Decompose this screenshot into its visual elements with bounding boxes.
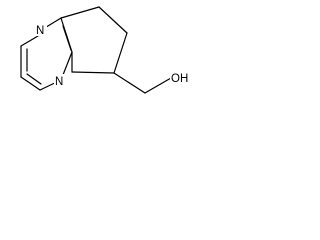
bond-c8a-c7 bbox=[60, 6, 100, 19]
bond-c5-c4a bbox=[71, 71, 115, 74]
structure-diagram: N N OH bbox=[20, 6, 192, 94]
double-bond-c3-inner bbox=[26, 73, 42, 85]
nitrogen-label-top: N bbox=[36, 25, 44, 37]
label-bg-n2 bbox=[54, 74, 66, 87]
bond-c5-ch2 bbox=[113, 72, 146, 94]
hydroxyl-label: OH bbox=[171, 73, 188, 85]
bond-ch2-o bbox=[144, 77, 172, 94]
bond-n1-c2-upper bbox=[20, 35, 39, 47]
bond-c3-c2 bbox=[20, 76, 41, 91]
nitrogen-label-bottom: N bbox=[55, 76, 63, 88]
label-bg-oh bbox=[170, 71, 192, 84]
bond-c6-c5 bbox=[113, 32, 128, 74]
label-bg-n1 bbox=[35, 23, 47, 36]
bond-c7-c6 bbox=[98, 6, 128, 34]
double-bond-c8a-inner bbox=[62, 25, 72, 51]
